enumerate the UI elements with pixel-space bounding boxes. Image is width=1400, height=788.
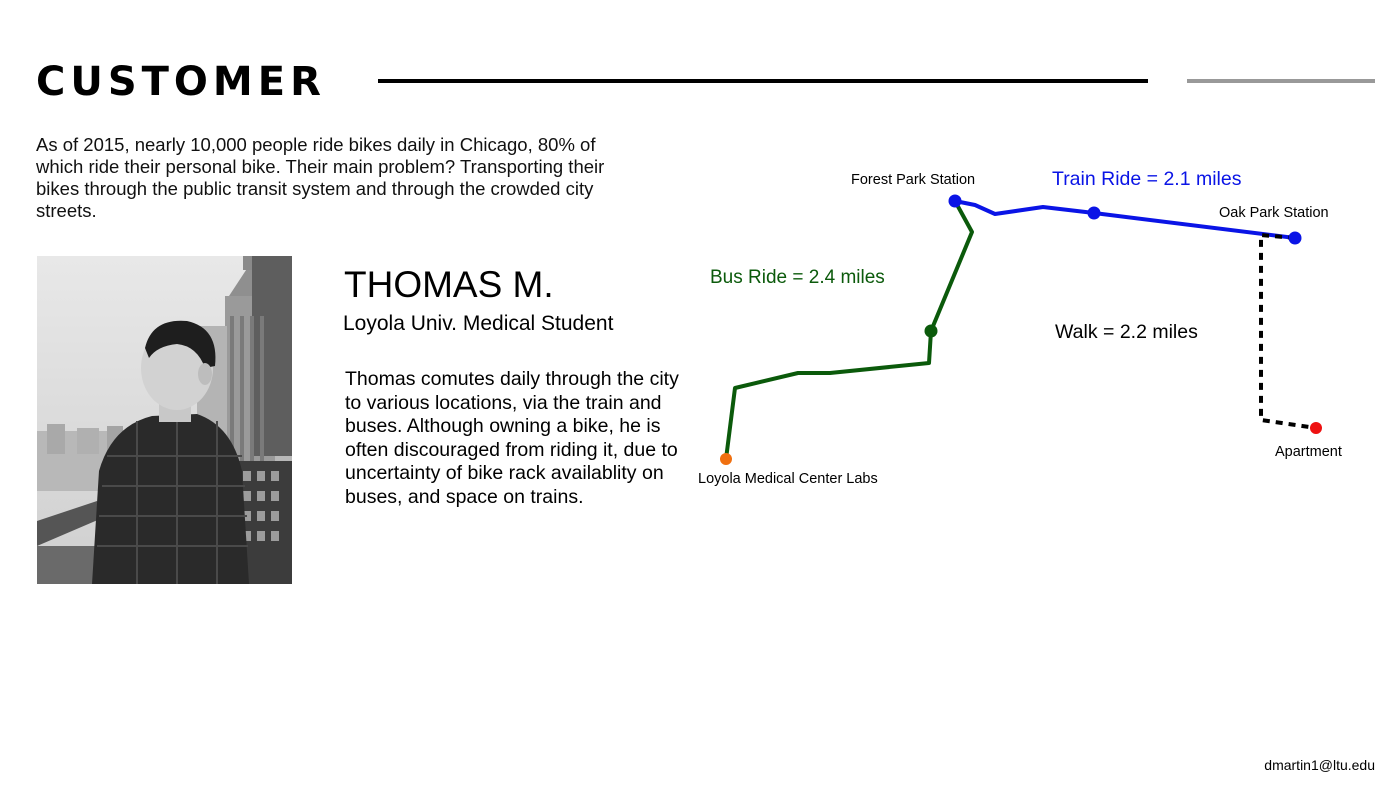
apartment-marker bbox=[1310, 422, 1322, 434]
author-email: dmartin1@ltu.edu bbox=[1264, 757, 1375, 773]
bus-stop-marker bbox=[924, 324, 938, 338]
walk-label: Walk = 2.2 miles bbox=[1055, 321, 1198, 343]
persona-name: THOMAS M. bbox=[344, 264, 554, 305]
walk-route-line bbox=[1259, 233, 1317, 430]
oak-park-label: Oak Park Station bbox=[1219, 205, 1329, 221]
intro-paragraph: As of 2015, nearly 10,000 people ride bi… bbox=[36, 134, 605, 221]
page-title: CUSTOMER bbox=[36, 59, 326, 105]
persona-role: Loyola Univ. Medical Student bbox=[343, 312, 614, 335]
bus-ride-label: Bus Ride = 2.4 miles bbox=[710, 267, 885, 288]
train-stop-marker bbox=[1087, 206, 1101, 220]
persona-photo bbox=[37, 256, 292, 584]
title-rule-gray bbox=[1187, 79, 1375, 83]
train-ride-label: Train Ride = 2.1 miles bbox=[1052, 168, 1242, 190]
train-route-line bbox=[953, 199, 1297, 240]
forest-park-label: Forest Park Station bbox=[851, 172, 975, 188]
persona-bio: Thomas comutes daily through the city to… bbox=[345, 368, 679, 508]
forest-park-marker bbox=[948, 194, 962, 208]
apartment-label: Apartment bbox=[1275, 444, 1342, 460]
bus-route-line bbox=[724, 199, 974, 461]
loyola-labs-label: Loyola Medical Center Labs bbox=[698, 471, 878, 487]
origin-marker bbox=[720, 453, 732, 465]
oak-park-marker bbox=[1288, 231, 1302, 245]
title-rule-black bbox=[378, 79, 1148, 83]
